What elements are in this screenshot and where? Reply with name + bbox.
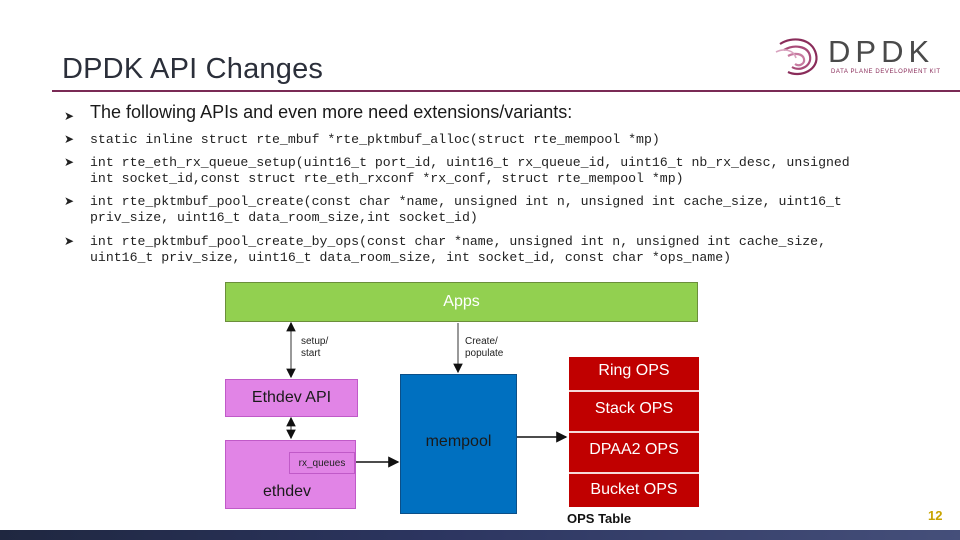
ops-divider (569, 431, 699, 433)
bullet-api-1: ➤ static inline struct rte_mbuf *rte_pkt… (62, 132, 952, 148)
ethdev-box: ethdev (225, 440, 356, 509)
slide-title: DPDK API Changes (62, 53, 324, 85)
bullet-api-3: ➤ int rte_pktmbuf_pool_create(const char… (62, 194, 952, 226)
logo-subtitle: DATA PLANE DEVELOPMENT KIT (831, 69, 941, 75)
rx-queues-box: rx_queues (289, 452, 355, 474)
bullet-list: ➤ The following APIs and even more need … (62, 100, 952, 265)
create-label-line: Create/ (465, 336, 498, 347)
setup-label-line: setup/ (301, 336, 329, 347)
ops-stack: Stack OPS (594, 400, 674, 417)
bullet-intro: ➤ The following APIs and even more need … (62, 100, 952, 124)
bullet-intro-text: The following APIs and even more need ex… (90, 102, 573, 122)
footer-bar (0, 530, 960, 540)
api-signature: static inline struct rte_mbuf *rte_pktmb… (90, 132, 660, 147)
create-label: Create/ populate (465, 336, 503, 360)
api-signature-line: uint16_t priv_size, uint16_t data_room_s… (90, 250, 732, 265)
ops-dpaa2: DPAA2 OPS (589, 441, 679, 458)
api-signature-line: int socket_id,const struct rte_eth_rxcon… (90, 171, 684, 186)
setup-label: setup/ start (301, 336, 328, 360)
ethdev-api-box: Ethdev API (225, 379, 358, 417)
create-label-line: populate (465, 348, 504, 359)
api-signature-line: int rte_pktmbuf_pool_create(const char *… (90, 194, 842, 209)
ops-table-label: OPS Table (567, 511, 632, 526)
arrowhead-bullet-icon: ➤ (64, 234, 75, 248)
setup-label-line: start (301, 348, 321, 359)
ops-bucket: Bucket OPS (590, 481, 678, 498)
title-underline (52, 90, 960, 92)
api-signature-line: int rte_eth_rx_queue_setup(uint16_t port… (90, 155, 850, 170)
bullet-api-4: ➤ int rte_pktmbuf_pool_create_by_ops(con… (62, 234, 952, 266)
bullet-api-2: ➤ int rte_eth_rx_queue_setup(uint16_t po… (62, 155, 952, 187)
ops-table-box: Ring OPS Stack OPS DPAA2 OPS Bucket OPS (569, 357, 699, 507)
logo-wordmark: DPDK (828, 34, 935, 69)
apps-box: Apps (225, 282, 698, 322)
mempool-box: mempool (400, 374, 517, 514)
dpdk-logo: DPDK DATA PLANE DEVELOPMENT KIT (774, 34, 944, 80)
api-signature-line: int rte_pktmbuf_pool_create_by_ops(const… (90, 234, 826, 249)
ops-ring: Ring OPS (598, 361, 670, 379)
arrowhead-bullet-icon: ➤ (64, 155, 75, 169)
arrowhead-bullet-icon: ➤ (64, 194, 75, 208)
ops-divider (569, 472, 699, 474)
page-number: 12 (928, 508, 943, 523)
ops-divider (569, 390, 699, 392)
dpdk-swirl-icon (775, 38, 818, 76)
arrowhead-bullet-icon: ➤ (64, 109, 75, 123)
arrowhead-bullet-icon: ➤ (64, 132, 75, 146)
api-signature-line: priv_size, uint16_t data_room_size,int s… (90, 210, 478, 225)
